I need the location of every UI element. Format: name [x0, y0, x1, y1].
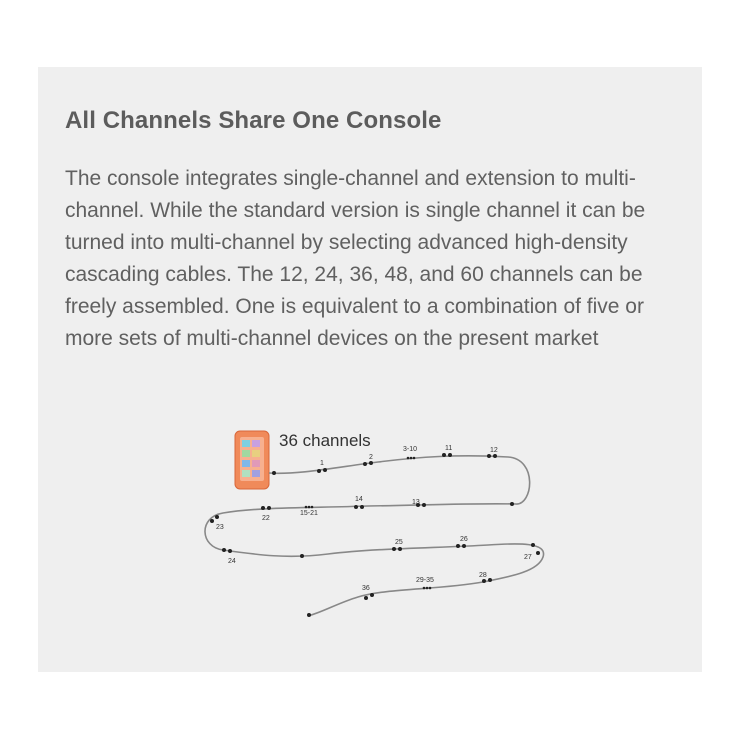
channel-label-14: 14	[355, 496, 363, 503]
channel-label-25: 25	[395, 539, 403, 546]
cascading-cable-diagram: 36 channels	[204, 430, 545, 617]
channel-label-26: 26	[460, 536, 468, 543]
channel-label-24: 24	[228, 558, 236, 565]
channel-label-2: 2	[369, 454, 373, 461]
channel-label-3-10: 3-10	[403, 446, 417, 453]
channel-label-22: 22	[262, 515, 270, 522]
channel-label-15-21: 15-21	[300, 510, 318, 517]
channel-label-13: 13	[412, 499, 420, 506]
cable-connectors	[210, 453, 540, 617]
channel-label-23: 23	[216, 524, 224, 531]
channel-label-36: 36	[362, 585, 370, 592]
channel-label-12: 12	[490, 447, 498, 454]
channel-label-11: 11	[445, 445, 452, 452]
channel-label-28: 28	[479, 572, 487, 579]
figure-heading: 36 channels	[279, 431, 371, 450]
section-description: The console integrates single-channel an…	[65, 167, 646, 350]
console-device-icon	[234, 430, 270, 490]
channel-label-29-35: 29-35	[416, 577, 434, 584]
channel-label-1: 1	[320, 460, 324, 467]
content-card: All Channels Share One Console The conso…	[38, 67, 702, 672]
section-title: All Channels Share One Console	[65, 107, 442, 134]
channel-label-27: 27	[524, 554, 532, 561]
